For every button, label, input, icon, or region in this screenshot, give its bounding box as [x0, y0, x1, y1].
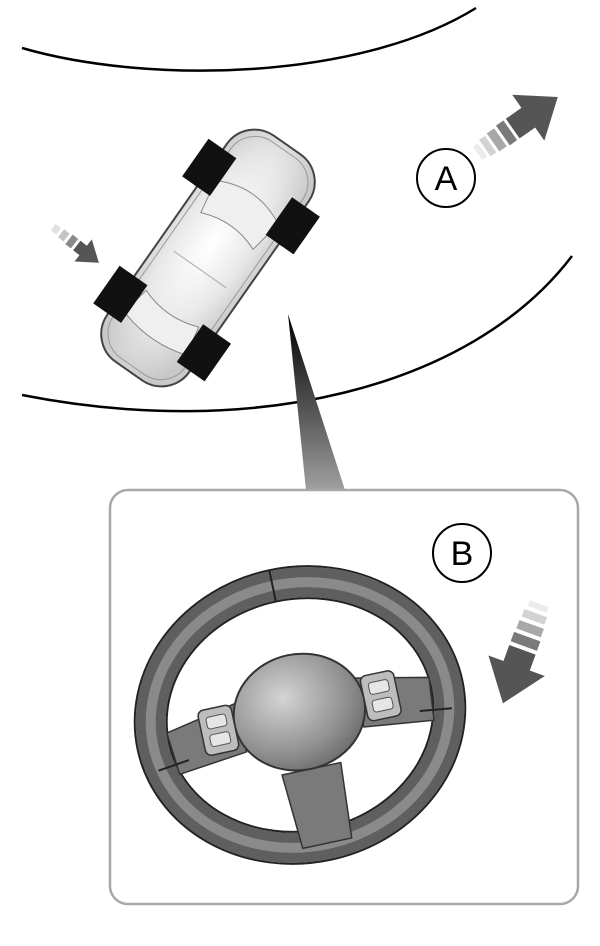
left-control-button-lower [209, 731, 232, 747]
car-top-view [93, 128, 320, 388]
left-control-button [205, 713, 228, 730]
right-control-button-lower [371, 696, 394, 713]
arrow-down-icon [488, 600, 549, 704]
rear-right-wheel-marker [176, 324, 232, 382]
rear-left-wheel-marker [93, 265, 148, 323]
callout-b: B [432, 523, 492, 583]
road-outer-edge [21, 6, 477, 72]
car-windshield [199, 179, 279, 251]
callout-b-label: B [451, 535, 474, 573]
front-left-wheel-marker [182, 138, 237, 196]
car-roof-line [173, 250, 227, 289]
car-body-inner-outline [107, 135, 309, 381]
rim-seam-top [268, 570, 277, 602]
callout-a: A [416, 148, 476, 208]
rim-seam-right [419, 707, 453, 713]
rim-seam-left [158, 759, 190, 772]
callout-a-label: A [435, 160, 458, 198]
front-right-wheel-marker [265, 197, 320, 255]
right-control-button [367, 679, 390, 695]
steering-wheel [133, 565, 467, 865]
arrow-up-right-icon [472, 94, 558, 160]
arrow-down-right-icon [50, 223, 99, 263]
road-inner-edge [21, 255, 573, 413]
pointer-beam [288, 314, 345, 490]
